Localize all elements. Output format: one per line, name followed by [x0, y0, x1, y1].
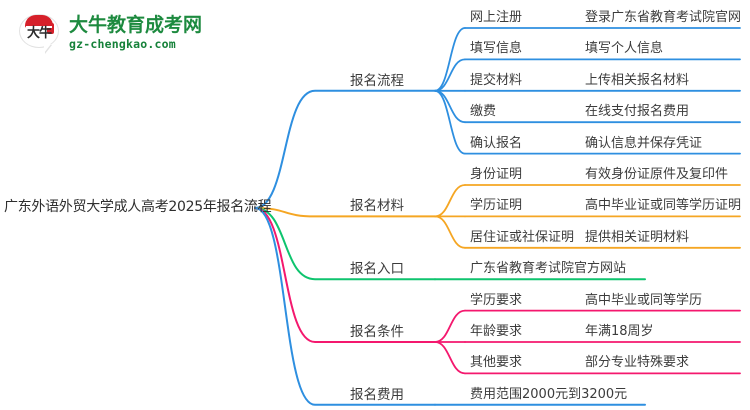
mindmap-child-label: 提交材料: [470, 72, 523, 88]
connector-line: [434, 215, 466, 249]
mindmap-branch-label: 报名条件: [350, 324, 404, 340]
mindmap-detail-label: 确认信息并保存凭证: [585, 135, 703, 151]
connector-line: [254, 207, 436, 281]
connector-line: [434, 58, 466, 92]
connector-line: [254, 89, 436, 209]
mindmap-detail-label: 高中毕业或同等学历: [585, 292, 703, 308]
site-watermark-logo: 大牛 大牛教育成考网 gz-chengkao.com: [18, 8, 233, 58]
mindmap-detail-label: 填写个人信息: [585, 41, 664, 57]
connector-line: [434, 89, 466, 155]
mindmap-child-label: 学历要求: [470, 292, 523, 308]
connector-line: [434, 27, 466, 92]
logo-mark-text: 大牛: [26, 26, 52, 41]
mindmap-branch-label: 报名费用: [350, 386, 404, 403]
mindmap-child-label: 身份证明: [470, 167, 523, 182]
mindmap-child-label: 年龄要求: [470, 324, 523, 339]
mindmap-child-label: 学历证明: [470, 198, 523, 214]
mindmap-detail-label: 登录广东省教育考试院官网: [585, 10, 742, 25]
mindmap-child-label: 居住证或社保证明: [470, 229, 575, 245]
mindmap-detail-label: 提供相关证明材料: [585, 229, 690, 245]
mindmap-branch-label: 报名流程: [350, 72, 404, 89]
logo-cap-stripe: [26, 26, 52, 28]
connector-line: [254, 207, 436, 343]
connector-line: [434, 184, 466, 218]
mindmap-detail-label: 年满18周岁: [585, 324, 654, 339]
mindmap-child-label: 缴费: [470, 104, 497, 120]
mindmap-child-label: 广东省教育考试院官方网站: [470, 261, 627, 277]
mindmap-child-label: 填写信息: [470, 41, 523, 57]
mindmap-detail-label: 上传相关报名材料: [585, 72, 690, 88]
mindmap-child-label: 其他要求: [470, 355, 523, 371]
mindmap-detail-label: 高中毕业证或同等学历证明: [585, 198, 742, 214]
logo-red-cap-shape: [25, 15, 53, 28]
mindmap-root-node: 广东外语外贸大学成人高考2025年报名流程: [4, 199, 272, 215]
connector-line: [434, 309, 466, 343]
mindmap-detail-label: 有效身份证原件及复印件: [585, 167, 729, 182]
logo-subtitle-url: gz-chengkao.com: [69, 36, 176, 51]
mindmap-branch-label: 报名入口: [350, 261, 404, 278]
connector-line: [254, 207, 436, 406]
mindmap-child-label: 网上注册: [470, 10, 523, 25]
logo-bubble-tail: [44, 42, 51, 53]
logo-wordmark: 大牛教育成考网 gz-chengkao.com: [69, 13, 203, 51]
connector-line: [254, 207, 436, 218]
mindmap-branch-label: 报名材料: [350, 198, 404, 215]
mindmap-child-label: 确认报名: [470, 135, 523, 151]
connector-line: [434, 89, 466, 124]
mindmap-detail-label: 部分专业特殊要求: [585, 355, 690, 371]
logo-red-dot-shape: [47, 23, 54, 34]
mindmap-detail-label: 在线支付报名费用: [585, 104, 690, 120]
logo-icon: 大牛: [18, 12, 62, 54]
mindmap-child-label: 费用范围2000元到3200元: [470, 386, 628, 402]
logo-title: 大牛教育成考网: [69, 13, 203, 36]
connector-line: [434, 341, 466, 375]
